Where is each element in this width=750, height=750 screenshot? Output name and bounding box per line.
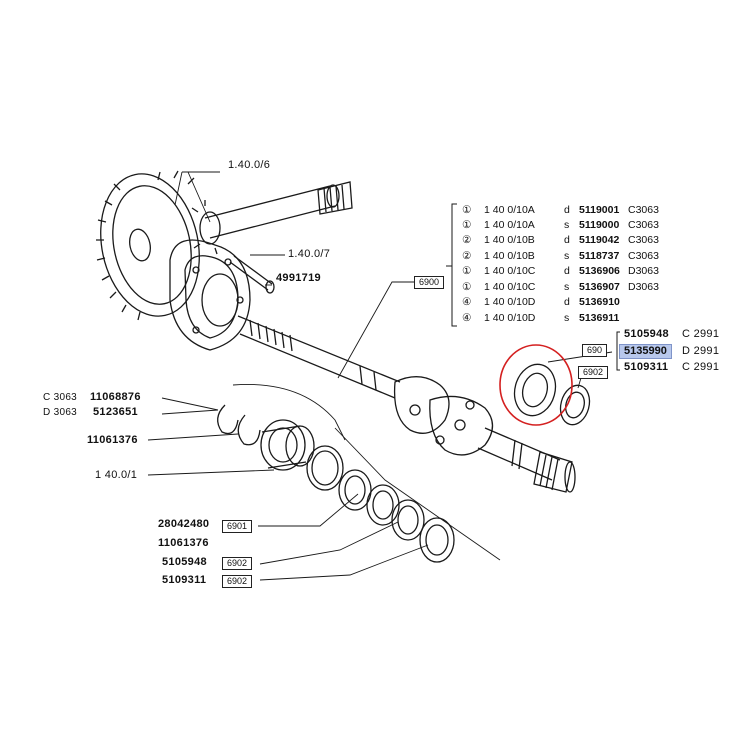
label-bearing-ref: 1 40.0/1 — [95, 469, 138, 481]
seal-part-2-highlighted[interactable]: 5135990 — [619, 344, 672, 359]
label-c3063: C 3063 — [43, 392, 78, 403]
bottom-part-2: 11061376 — [158, 537, 209, 549]
label-bolt: 4991719 — [276, 272, 321, 284]
bottom-box-4: 6902 — [222, 575, 253, 588]
bottom-part-4: 5109311 — [162, 574, 207, 586]
label-diff-pin: 1.40.0/7 — [288, 248, 331, 260]
differential-housing — [169, 239, 275, 351]
stub-shaft — [477, 427, 576, 493]
leader-lines — [147, 171, 613, 581]
ring-gear — [96, 170, 200, 321]
box-seal-b: 6902 — [578, 366, 609, 379]
bottom-part-1: 28042480 — [158, 518, 210, 530]
bottom-box-1: 6901 — [222, 520, 253, 533]
bottom-box-3: 6902 — [222, 557, 253, 570]
label-circlip: 11061376 — [87, 434, 138, 446]
universal-joint — [393, 376, 494, 456]
seal-code-1: C 2991 — [682, 328, 720, 340]
seal-rings-upper — [513, 363, 591, 426]
label-c3063-part: 11068876 — [90, 391, 141, 403]
box-seal-a: 690 — [582, 344, 608, 357]
pinion-shaft — [191, 181, 353, 255]
seal-code-3: C 2991 — [682, 361, 720, 373]
seal-code-2: D 2991 — [682, 345, 720, 357]
label-d3063-part: 5123651 — [93, 406, 138, 418]
box-shaft: 6900 — [414, 276, 445, 289]
label-d3063: D 3063 — [43, 407, 78, 418]
seal-part-3: 5109311 — [624, 361, 669, 373]
bottom-part-3: 5105948 — [162, 556, 207, 568]
exploded-rings — [217, 404, 455, 563]
drive-shaft — [237, 315, 401, 399]
label-ring-gear: 1.40.0/6 — [228, 159, 271, 171]
highlight-circle — [499, 344, 573, 426]
seal-part-1: 5105948 — [624, 328, 669, 340]
